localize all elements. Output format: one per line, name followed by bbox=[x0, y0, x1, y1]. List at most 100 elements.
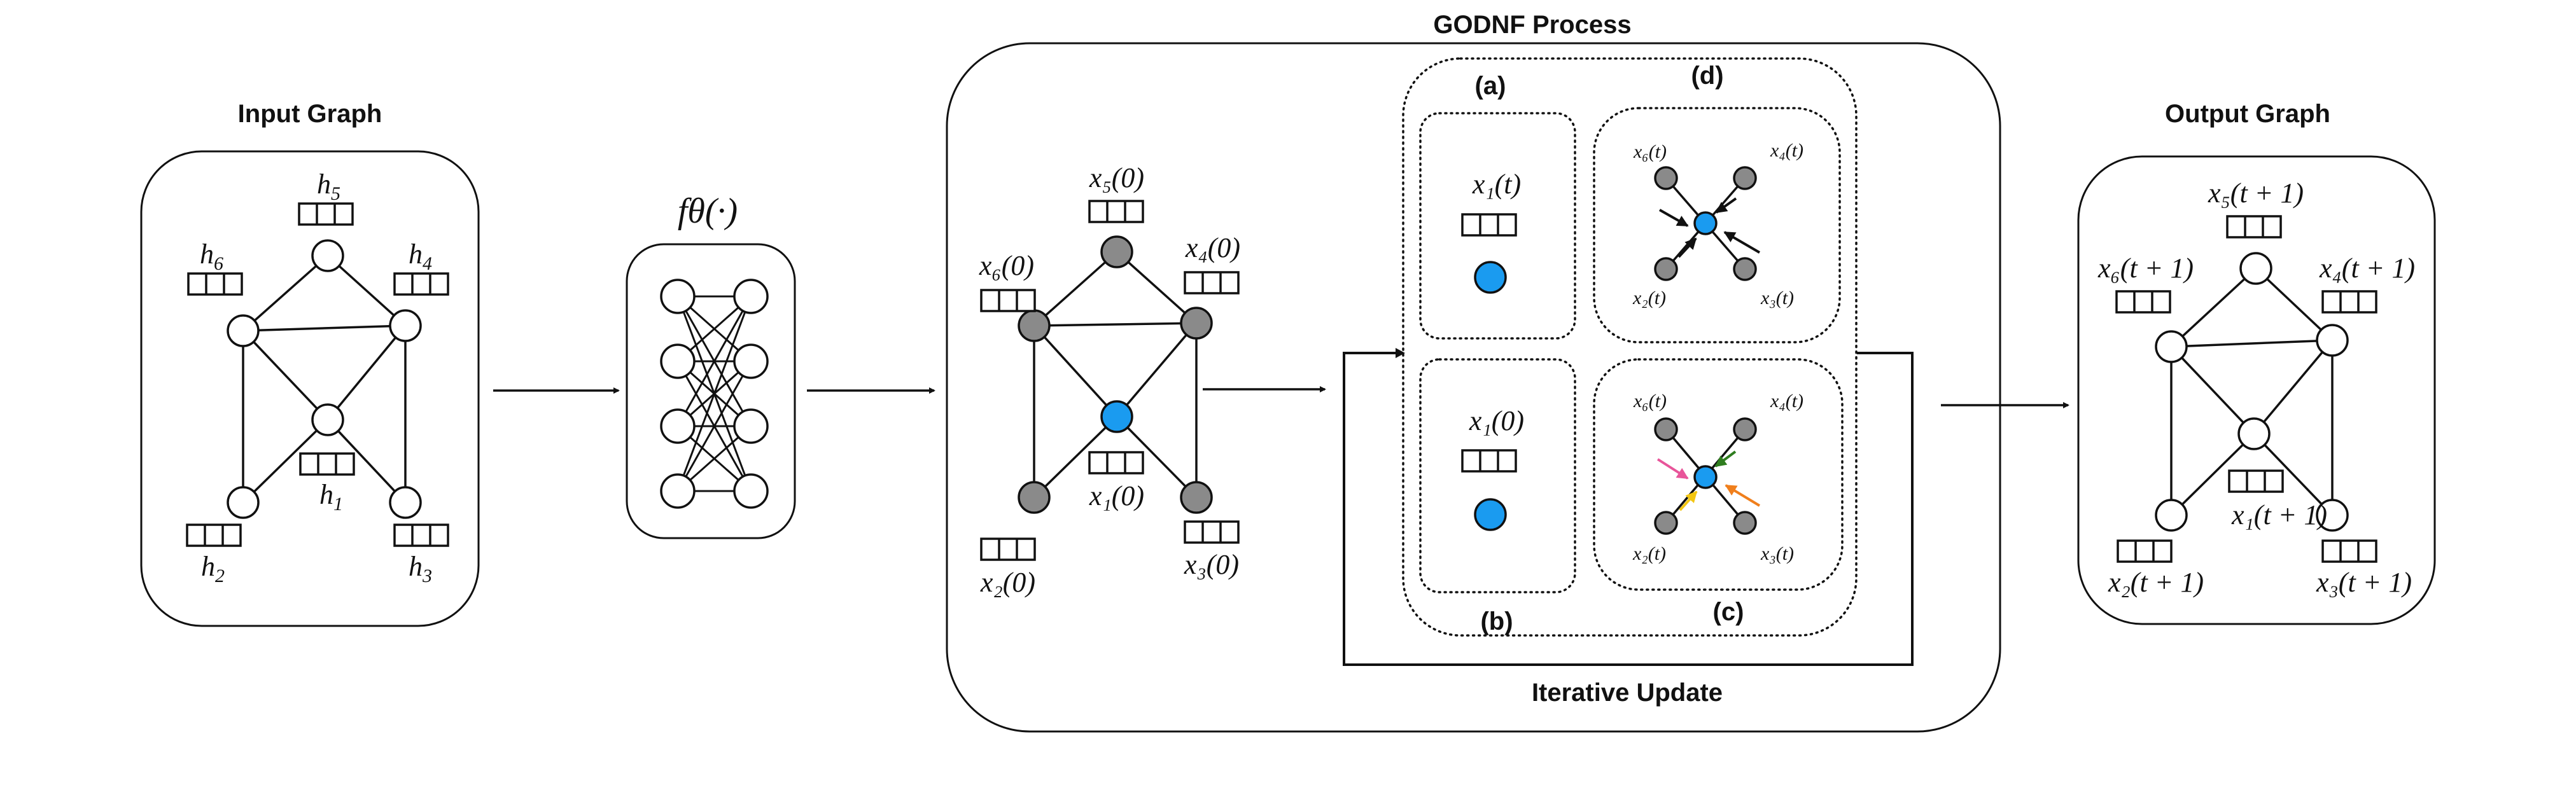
label-x4-0: x₄(0) bbox=[1185, 232, 1240, 263]
subpanel-c-label-x4: x₄(t) bbox=[1770, 391, 1803, 412]
process-node-2 bbox=[1018, 481, 1051, 514]
label-h6: h6 bbox=[200, 239, 223, 274]
iterative-update-loop bbox=[1343, 352, 1914, 666]
input-feature-vector-h5 bbox=[298, 202, 354, 226]
output-node-2 bbox=[2155, 499, 2188, 532]
subpanel-b bbox=[1419, 358, 1576, 593]
subpanel-a-node bbox=[1474, 261, 1507, 294]
subpanel-d-tag: (d) bbox=[1691, 62, 1723, 90]
label-x5-0: x₅(0) bbox=[1089, 162, 1144, 193]
subpanel-d-label-x6: x₆(t) bbox=[1633, 141, 1667, 162]
nn-neuron-in-1 bbox=[660, 279, 696, 314]
godnf-process-title: GODNF Process bbox=[1433, 11, 1631, 39]
process-feature-vector-x5 bbox=[1088, 200, 1144, 223]
input-node-4b bbox=[389, 486, 422, 519]
output-feature-vector-x2 bbox=[2117, 539, 2173, 563]
output-feature-vector-x1 bbox=[2228, 469, 2284, 493]
label-x4-t1: x₄(t + 1) bbox=[2319, 253, 2415, 284]
label-h3: h3 bbox=[409, 551, 432, 586]
input-feature-vector-h1 bbox=[299, 452, 355, 476]
process-graph-edges bbox=[1033, 251, 1198, 499]
process-node-3 bbox=[1180, 481, 1213, 514]
subpanel-b-feature-vector bbox=[1461, 449, 1517, 473]
nn-neuron-in-2 bbox=[660, 343, 696, 379]
subpanel-c-label-x6: x₆(t) bbox=[1633, 391, 1667, 412]
label-x2-t1: x₂(t + 1) bbox=[2108, 567, 2204, 598]
subpanel-b-node bbox=[1474, 498, 1507, 531]
nn-neuron-in-4 bbox=[660, 473, 696, 509]
input-node-2 bbox=[227, 486, 260, 519]
loop-arrowhead bbox=[1396, 348, 1405, 358]
nn-neuron-in-3 bbox=[660, 408, 696, 444]
label-x1-t1: x₁(t + 1) bbox=[2231, 499, 2327, 530]
output-feature-vector-x3 bbox=[2321, 539, 2377, 563]
label-h2: h2 bbox=[201, 551, 225, 586]
output-feature-vector-x5 bbox=[2226, 215, 2282, 239]
subpanel-a-feature-vector bbox=[1461, 213, 1517, 237]
label-x1-0: x₁(0) bbox=[1089, 480, 1144, 511]
input-node-6 bbox=[227, 314, 260, 347]
input-feature-vector-h3 bbox=[393, 523, 449, 547]
label-x2-0: x₂(0) bbox=[980, 567, 1035, 598]
iterative-update-title: Iterative Update bbox=[1532, 679, 1723, 707]
process-feature-vector-x1 bbox=[1088, 451, 1144, 475]
output-feature-vector-x6 bbox=[2115, 290, 2171, 314]
subpanel-a bbox=[1419, 112, 1576, 340]
input-graph-edges bbox=[242, 254, 407, 504]
subpanel-b-label: x₁(0) bbox=[1469, 405, 1524, 436]
function-panel bbox=[626, 243, 796, 539]
subpanel-c bbox=[1593, 358, 1844, 591]
subpanel-d-label-x4: x₄(t) bbox=[1770, 140, 1803, 161]
subpanel-d-center-node bbox=[1693, 211, 1718, 235]
output-node-3 bbox=[2316, 499, 2349, 532]
process-node-4 bbox=[1180, 307, 1213, 340]
subpanel-d-arrows bbox=[1659, 197, 1761, 258]
subpanel-d bbox=[1593, 107, 1841, 343]
label-x3-t1: x₃(t + 1) bbox=[2316, 567, 2412, 598]
input-node-4 bbox=[389, 309, 422, 342]
nn-neuron-out-4 bbox=[733, 473, 769, 509]
subpanel-a-tag: (a) bbox=[1475, 72, 1506, 100]
label-h4: h4 bbox=[409, 239, 432, 274]
subpanel-c-tag: (c) bbox=[1713, 598, 1744, 626]
output-node-5 bbox=[2239, 252, 2272, 285]
process-feature-vector-x6 bbox=[980, 289, 1036, 312]
subpanel-c-label-x3: x₃(t) bbox=[1760, 543, 1794, 564]
output-graph-title: Output Graph bbox=[2165, 100, 2330, 128]
subpanel-d-label-x3: x₃(t) bbox=[1760, 288, 1794, 308]
nn-neuron-out-3 bbox=[733, 408, 769, 444]
process-node-6 bbox=[1018, 309, 1051, 342]
output-node-1 bbox=[2237, 417, 2271, 450]
update-dotted-container bbox=[1402, 57, 1858, 637]
input-node-5 bbox=[311, 239, 344, 272]
subpanel-c-arrows bbox=[1656, 450, 1761, 511]
label-x5-t1: x₅(t + 1) bbox=[2208, 177, 2304, 209]
subpanel-c-center-node bbox=[1693, 465, 1718, 489]
subpanel-c-label-x2: x₂(t) bbox=[1632, 543, 1666, 564]
input-feature-vector-h4 bbox=[393, 272, 449, 296]
nn-neuron-out-1 bbox=[733, 279, 769, 314]
output-graph-panel bbox=[2077, 155, 2436, 625]
output-node-6 bbox=[2155, 330, 2188, 363]
godnf-process-panel bbox=[946, 42, 2001, 733]
output-graph-edges bbox=[2170, 267, 2334, 516]
input-graph-panel bbox=[140, 150, 480, 627]
subpanel-a-label: x₁(t) bbox=[1472, 169, 1521, 200]
label-x6-t1: x₆(t + 1) bbox=[2097, 253, 2194, 284]
output-node-4 bbox=[2316, 324, 2349, 357]
label-x6-0: x₆(0) bbox=[979, 250, 1034, 281]
label-x3-0: x₃(0) bbox=[1184, 549, 1239, 580]
input-node-1 bbox=[311, 403, 344, 436]
subpanel-b-tag: (b) bbox=[1480, 607, 1513, 635]
input-graph-title: Input Graph bbox=[238, 100, 382, 128]
output-feature-vector-x4 bbox=[2321, 290, 2377, 314]
function-label: fθ(·) bbox=[678, 191, 738, 231]
input-feature-vector-h2 bbox=[186, 523, 242, 547]
label-h1: h1 bbox=[319, 479, 343, 515]
process-node-5 bbox=[1100, 235, 1133, 268]
process-feature-vector-x4 bbox=[1184, 271, 1240, 295]
process-feature-vector-x3 bbox=[1184, 520, 1240, 544]
process-node-1-target bbox=[1100, 400, 1133, 433]
subpanel-d-label-x2: x₂(t) bbox=[1632, 288, 1666, 308]
